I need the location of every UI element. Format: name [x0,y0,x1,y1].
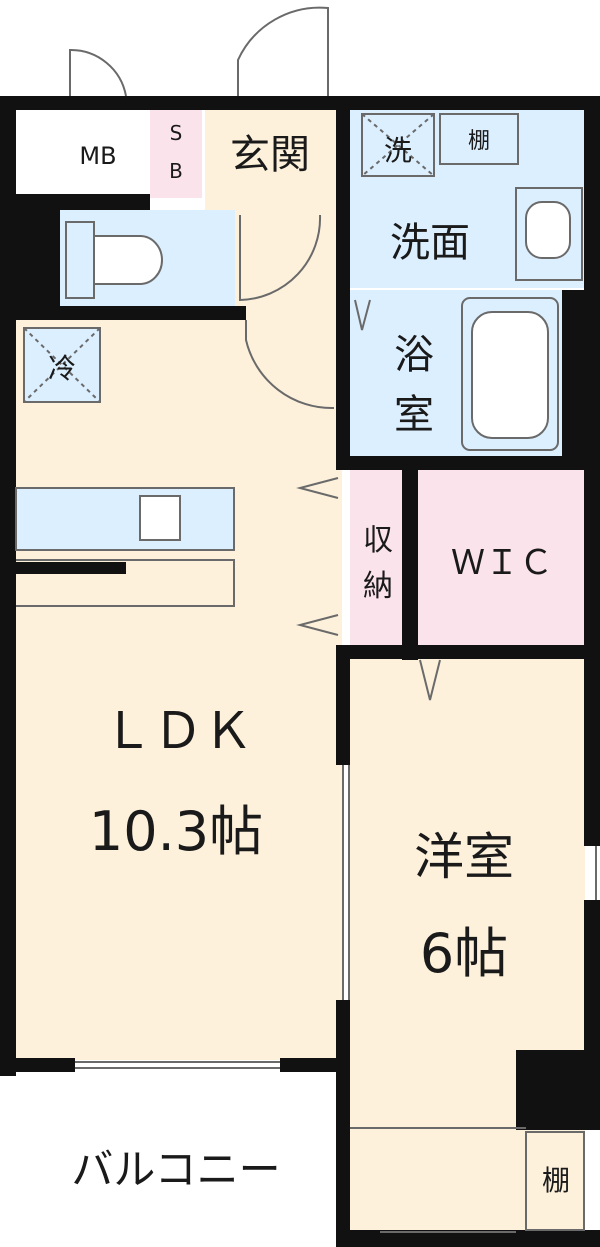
label-fridge: 冷 [48,352,76,385]
door-swing-western [419,659,441,701]
wall-balcony-right [336,1058,350,1247]
walls [0,96,600,1247]
door-swing-storage-2 [296,614,339,636]
label-washer: 洗 [384,134,412,167]
label-shelf-top: 棚 [468,129,490,154]
washer-slot [361,113,435,177]
wall-right-lower [584,900,600,1050]
wall-storage-wic [402,470,418,660]
ldk-floor [16,318,342,1060]
wall-core-v2 [336,290,350,470]
label-senmen: 洗面 [390,220,470,266]
shelf-top [439,113,519,165]
door-swing-front [237,6,329,96]
label-western-size: 6帖 [420,922,508,985]
wall-left-inner [16,210,60,310]
wall-ldk-right [336,645,350,765]
label-genkan: 玄関 [230,132,310,178]
appliances [15,113,585,1231]
label-ldk: ＬＤＫ [103,702,253,760]
wall-left [0,96,16,1076]
wall-ldk-right-low [336,1000,350,1060]
label-storage-2: 納 [363,569,393,604]
label-sb-bottom: B [169,159,183,183]
counter-extension [16,559,235,607]
label-storage-1: 収 [363,523,393,558]
wall-bottom [336,1230,600,1247]
wall-core-v [336,96,350,321]
label-wic: ＷＩＣ [451,543,553,583]
wall-mb-bottom [16,194,150,210]
wall-right [584,96,600,846]
label-ldk-size: 10.3帖 [89,800,263,863]
balcony-floor [10,1072,342,1232]
mb-floor [16,108,136,194]
wall-bath-bottom [336,456,600,470]
wall-bath-right [562,290,600,460]
kitchen-counter [15,487,235,551]
wall-balcony-top2 [280,1058,350,1072]
door-swing-storage-1 [296,477,339,499]
wall-top [0,96,600,110]
labels: MB S B 玄関 洗 棚 洗面 冷 浴 室 収 納 ＷＩＣ ＬＤＫ 10.3帖… [48,121,570,1197]
wall-western-bottom-right [516,1050,600,1130]
door-swing-bath [354,299,371,331]
label-shelf-bottom: 棚 [542,1164,570,1197]
toilet-bowl [93,235,163,285]
door-swing-toilet [239,214,322,302]
door-swing-mb [69,48,127,97]
label-bath-1: 浴 [394,332,434,378]
label-bath-2: 室 [394,392,434,438]
wall-balcony-top [0,1058,75,1072]
toilet-tank [65,221,95,299]
label-western-room: 洋室 [414,828,514,886]
storage-floor [350,470,402,645]
shelf-bottom [525,1131,585,1231]
door-swing-ldk [245,320,335,410]
floors [10,108,585,1235]
wall-wic-bottom [336,645,600,659]
label-balcony: バルコニー [71,1145,280,1194]
kitchen-sink [139,495,181,541]
label-mb: MB [79,142,116,170]
label-sb-top: S [170,121,183,145]
fixtures [69,6,597,1233]
wic-floor [418,470,585,645]
sb-floor [150,108,202,198]
wall-mid-top [16,306,246,320]
